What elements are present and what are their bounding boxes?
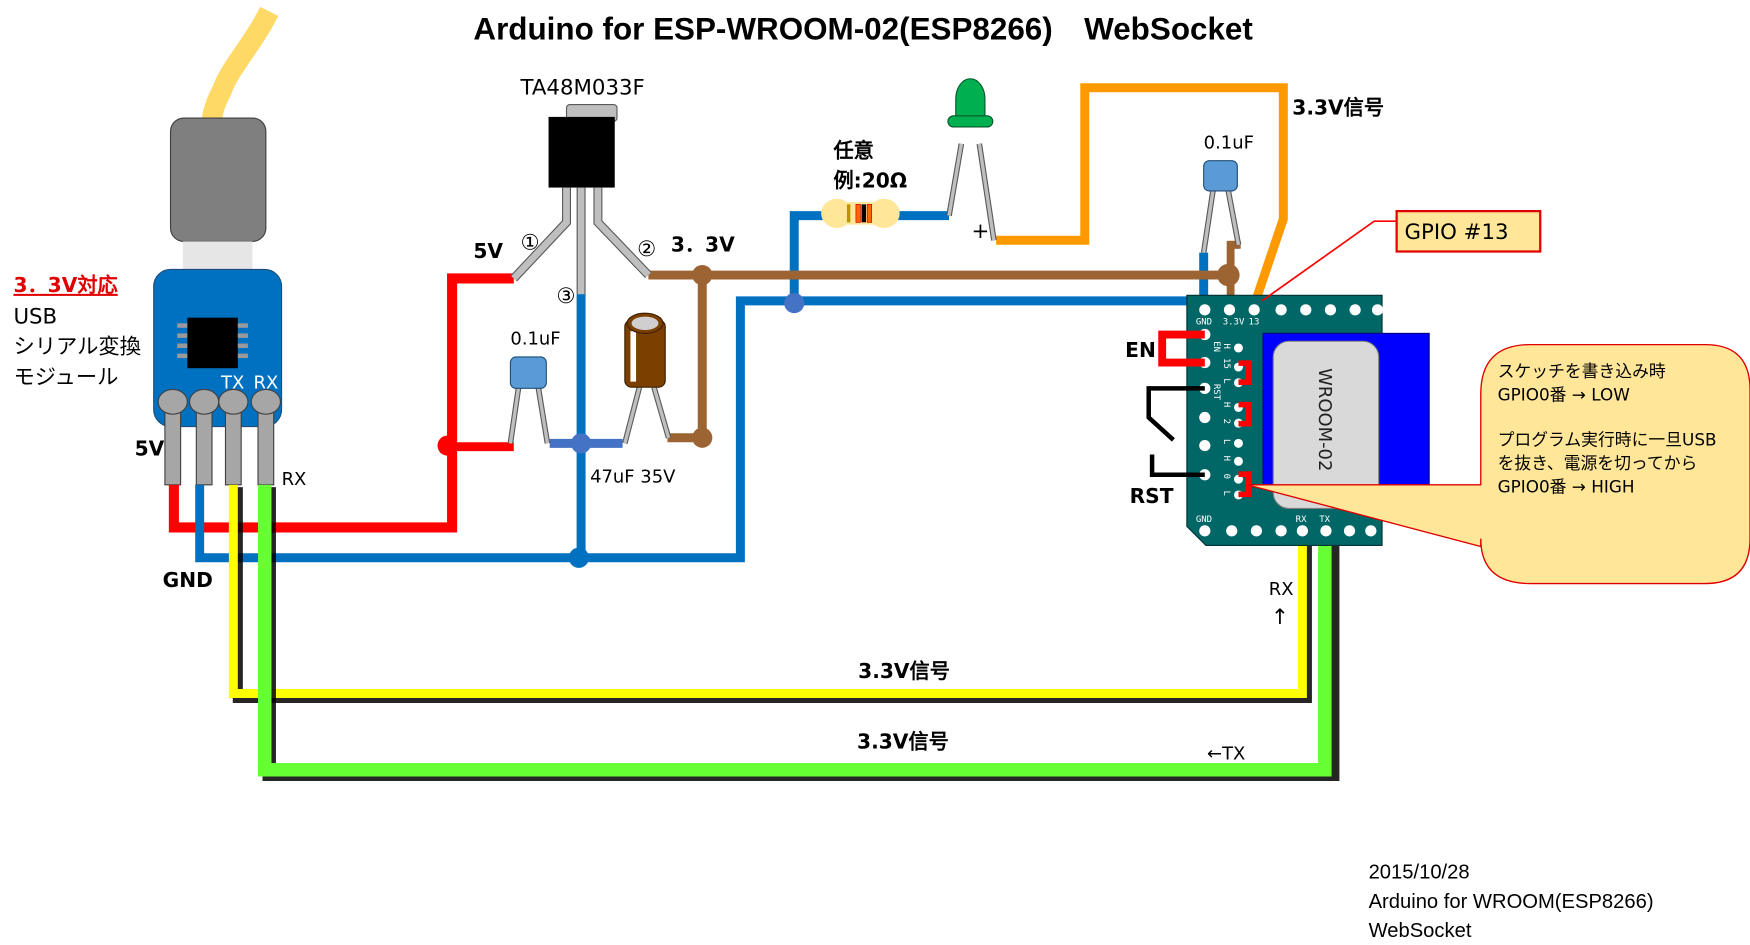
rst-switch-wire xyxy=(1146,386,1205,442)
usb-rx-label: RX xyxy=(282,469,307,490)
strap-15: 15 xyxy=(1221,358,1231,369)
gpio-signal-label: 3.3V信号 xyxy=(1292,96,1384,120)
wire-tx xyxy=(232,487,1312,704)
gpio-callout-text: GPIO #13 xyxy=(1404,220,1508,245)
usb-plug-housing xyxy=(169,117,267,242)
footer-date: 2015/10/28 xyxy=(1369,862,1470,884)
esp-cap-label: 0.1uF xyxy=(1204,132,1254,153)
led xyxy=(946,78,997,241)
led-anode-plus: + xyxy=(971,219,989,244)
ceramic-capacitor-esp xyxy=(1200,160,1242,254)
junction-5v xyxy=(437,435,458,456)
electrolytic-cap-label: 47uF 35V xyxy=(590,467,676,488)
regulator-pin2-label: ② xyxy=(637,237,656,262)
usb-5v-label: 5V xyxy=(135,437,165,461)
diagram-title: Arduino for ESP-WROOM-02(ESP8266) WebSoc… xyxy=(473,11,1253,46)
usb-note-3v3: 3．3V対応 xyxy=(13,273,118,297)
esp-pin-13: 13 xyxy=(1249,317,1260,327)
resistor-label-line2: 例:20Ω xyxy=(833,169,907,193)
wire-tx-fill xyxy=(228,484,1307,698)
junction-3v3-2 xyxy=(692,427,713,448)
note-line-1: スケッチを書き込み時 xyxy=(1498,361,1666,381)
footer-project: Arduino for WROOM(ESP8266) xyxy=(1369,891,1654,913)
input-cap-label: 0.1uF xyxy=(510,329,560,350)
jumper-gpio15 xyxy=(1238,360,1252,385)
strap-h0: H xyxy=(1221,456,1231,461)
note-line-2: GPIO0番 → LOW xyxy=(1498,385,1631,405)
rx-up-arrow-icon: ↑ xyxy=(1271,605,1289,630)
strap-l2: L xyxy=(1221,439,1231,444)
esp-bottom-pins xyxy=(1199,525,1377,537)
usb-label-line1: USB xyxy=(13,304,57,329)
wire-gnd xyxy=(195,252,1209,563)
gpio-callout-box xyxy=(1395,209,1542,253)
strap-h15: H xyxy=(1221,343,1231,348)
usb-gnd-label: GND xyxy=(163,568,213,592)
regulator-body xyxy=(548,116,615,188)
regulator-part-number: TA48M033F xyxy=(520,75,645,100)
regulator-in-label: 5V xyxy=(473,239,503,263)
strap-l15: L xyxy=(1221,378,1231,383)
note-line-4: プログラム実行時に一旦USB xyxy=(1498,430,1717,450)
usb-pin-tx-label: TX xyxy=(220,372,244,393)
esp-pin-rst: RST xyxy=(1211,384,1221,401)
rst-label: RST xyxy=(1130,484,1174,508)
strap-2: 2 xyxy=(1221,419,1231,424)
esp-pin-rx: RX xyxy=(1296,515,1307,525)
rx-direction-label: RX xyxy=(1269,579,1294,600)
usb-serial-module: TX RX xyxy=(153,6,283,486)
wroom-can xyxy=(1272,340,1380,509)
wroom-module-name: WROOM-02 xyxy=(1314,368,1335,471)
esp-pin-tx: TX xyxy=(1319,515,1330,525)
rst-switch-wire-2 xyxy=(1149,454,1205,477)
resistor-label-line1: 任意 xyxy=(832,138,873,162)
regulator-pin1-label: ① xyxy=(521,230,540,255)
wire-3v3-cap xyxy=(667,275,707,443)
junction-gnd-1 xyxy=(570,433,592,454)
ic-chip-icon xyxy=(177,317,248,369)
wire-gpio13 xyxy=(996,83,1288,307)
esp-top-pins xyxy=(1199,304,1384,316)
note-line-5: を抜き、電源を切ってから xyxy=(1498,453,1698,473)
wire-rx xyxy=(258,484,1332,777)
usb-module-pins xyxy=(157,388,282,486)
regulator-pin3-label: ③ xyxy=(556,284,575,309)
note-line-6: GPIO0番 → HIGH xyxy=(1498,477,1635,497)
esp-pin-gnd-top: GND xyxy=(1196,317,1212,327)
electrolytic-capacitor xyxy=(622,312,672,445)
junction-3v3-3 xyxy=(1217,263,1240,287)
tx-signal-label: 3.3V信号 xyxy=(858,659,950,683)
en-jumper-wire xyxy=(1158,330,1205,367)
wire-5v xyxy=(168,273,514,533)
en-label: EN xyxy=(1125,338,1156,362)
usb-label-line3: モジュール xyxy=(13,365,118,390)
junction-gnd-2 xyxy=(568,547,589,568)
voltage-regulator xyxy=(510,103,652,295)
ceramic-capacitor-input xyxy=(507,356,551,444)
footer-subtitle: WebSocket xyxy=(1369,920,1472,942)
gpio-callout-leader xyxy=(1261,220,1397,302)
jumper-gpio2 xyxy=(1238,401,1252,427)
usb-pin-rx-label: RX xyxy=(254,372,279,393)
jumper-gpio0 xyxy=(1238,471,1252,498)
esp-pin-gnd-bottom: GND xyxy=(1196,515,1212,525)
esp-pin-en: EN xyxy=(1211,341,1221,352)
strap-l0: L xyxy=(1221,490,1231,495)
esp-pin-3v3: 3.3V xyxy=(1223,317,1245,327)
junction-3v3-1 xyxy=(692,264,713,286)
strap-0: 0 xyxy=(1221,474,1231,479)
tx-direction-label: ←TX xyxy=(1207,744,1245,765)
note-callout xyxy=(1247,343,1750,585)
resistor xyxy=(821,198,900,228)
junction-gnd-3 xyxy=(784,293,805,314)
wire-gnd-resistor xyxy=(789,211,831,301)
usb-label-line2: シリアル変換 xyxy=(13,335,141,360)
usb-cable xyxy=(200,6,279,135)
regulator-out-label: 3．3V xyxy=(671,233,735,257)
strap-h2: H xyxy=(1221,402,1231,407)
esp-wroom-board: WROOM-02 GND 3.3V 13 EN RST H 15 L H 2 L… xyxy=(1146,294,1430,546)
rx-signal-label: 3.3V信号 xyxy=(857,729,949,753)
